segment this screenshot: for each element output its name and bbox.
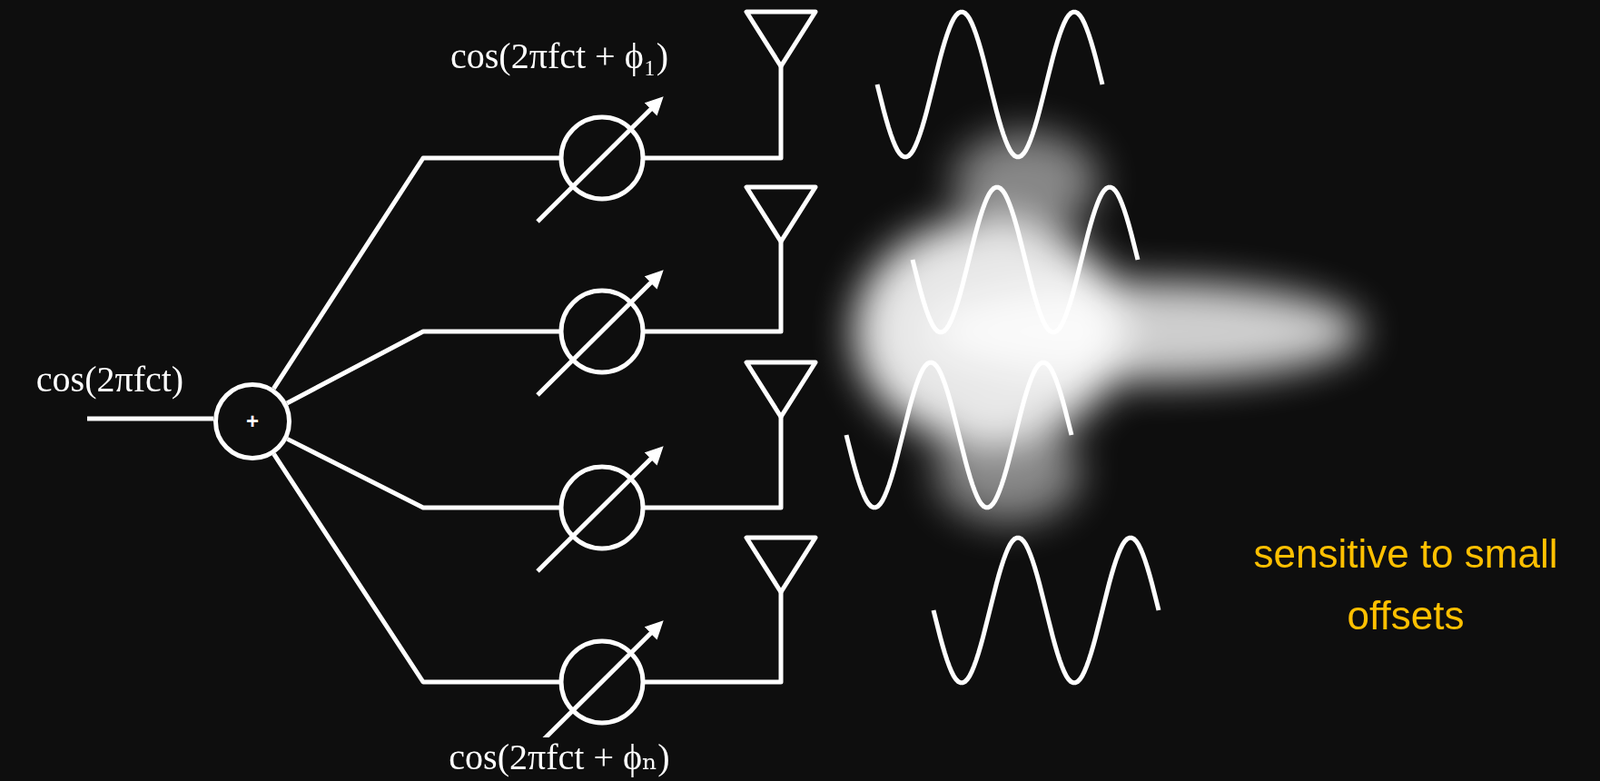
antenna-symbol bbox=[746, 362, 816, 417]
feed-wire bbox=[273, 158, 562, 389]
antenna-symbol bbox=[746, 187, 816, 242]
antenna-symbol bbox=[746, 11, 816, 67]
phase-shifter-arrow bbox=[537, 101, 659, 222]
feed-wires bbox=[87, 11, 816, 746]
feed-wire bbox=[286, 331, 562, 404]
radiated-wave bbox=[912, 187, 1138, 333]
annotation-note: sensitive to small offsets bbox=[1214, 523, 1597, 647]
node-text: + bbox=[246, 410, 259, 433]
antenna-feed bbox=[642, 241, 781, 332]
signal-label: cos(2πfct + ϕₙ) bbox=[444, 737, 673, 778]
antenna-feed bbox=[642, 416, 781, 508]
phase-shifter-arrow bbox=[537, 451, 659, 572]
signal-label: cos(2πfct) bbox=[32, 359, 188, 400]
beam-glow bbox=[853, 131, 1363, 523]
phase-shifter-arrow bbox=[537, 625, 659, 746]
antenna-feed bbox=[642, 66, 781, 159]
antenna-feed bbox=[642, 592, 781, 682]
radiated-wave bbox=[877, 11, 1103, 158]
radiated-wave bbox=[846, 362, 1072, 508]
feed-wire bbox=[286, 438, 562, 508]
phase-shifter-arrow bbox=[537, 275, 659, 396]
radiated-wave bbox=[933, 537, 1159, 683]
radiated-waves bbox=[846, 11, 1159, 683]
feed-wire bbox=[274, 454, 562, 682]
combiner-circle: + bbox=[213, 382, 292, 461]
antenna-symbol bbox=[746, 537, 816, 593]
signal-label: cos(2πfct + ϕ₁) bbox=[446, 36, 672, 77]
